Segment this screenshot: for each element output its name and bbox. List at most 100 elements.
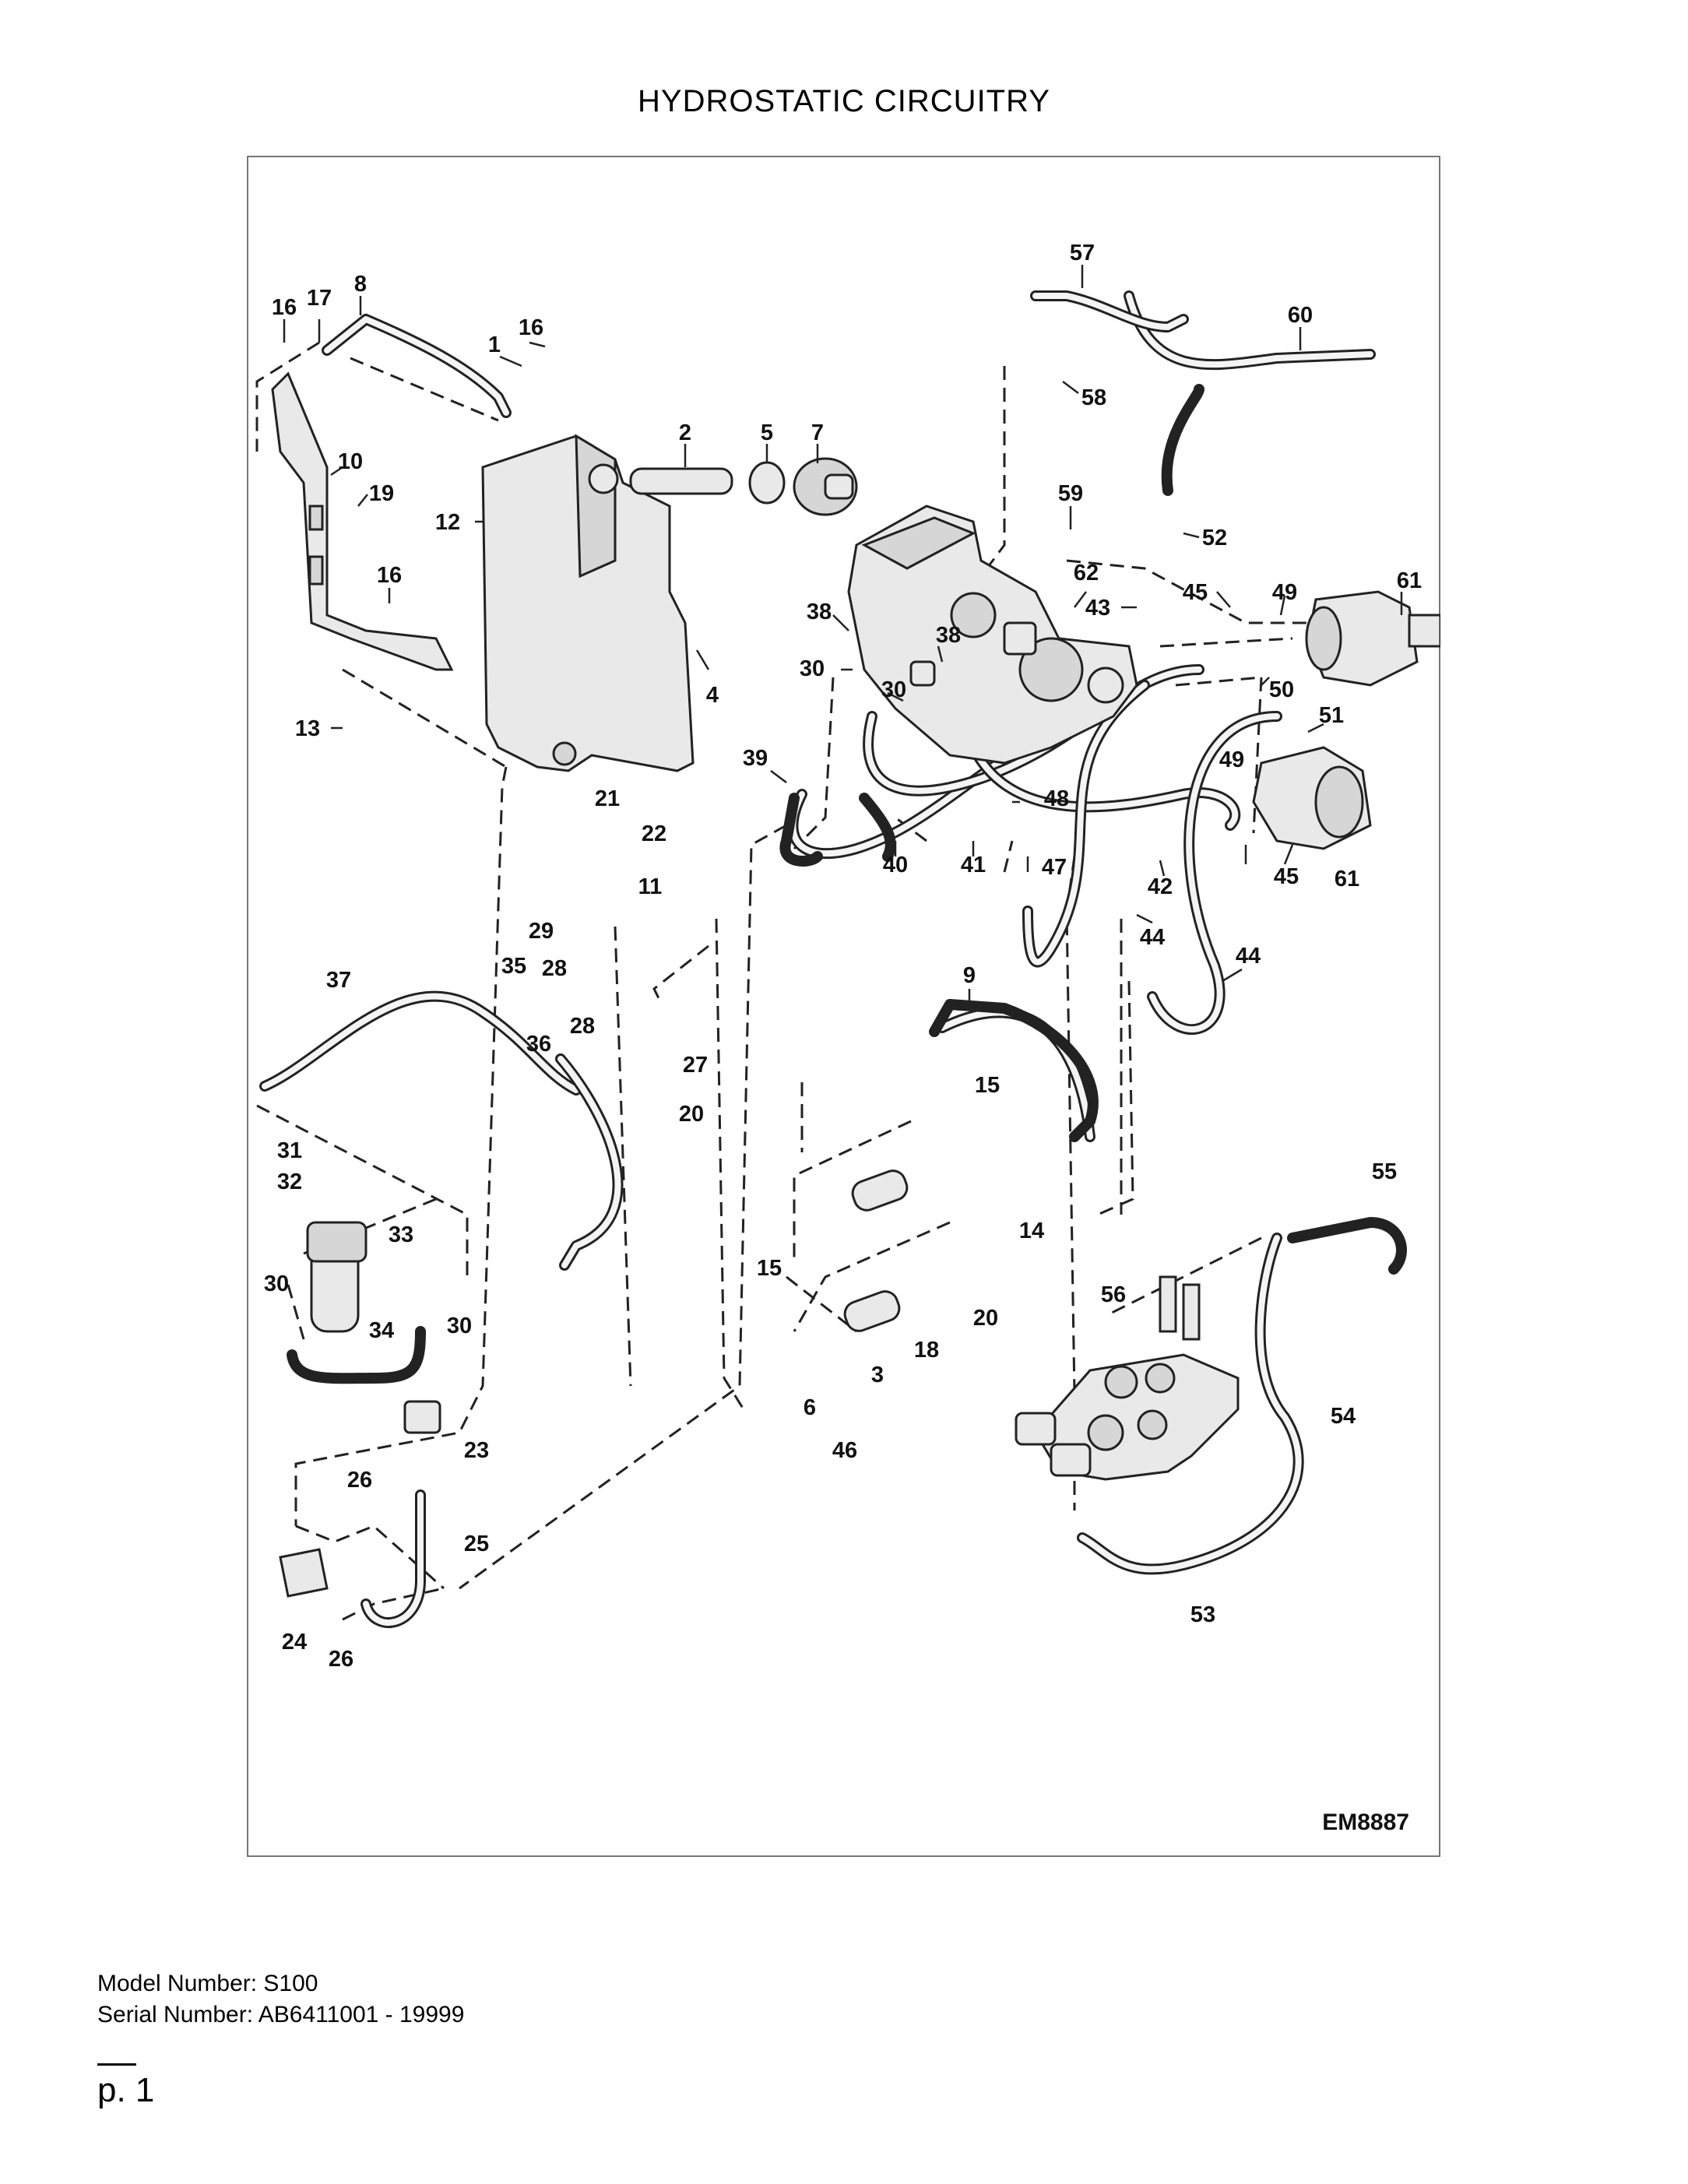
callout-31: 31 [277,1138,302,1163]
callout-20-a: 20 [679,1102,704,1127]
callout-30-c: 30 [800,656,825,681]
control-valve [1015,1275,1240,1481]
callout-49-a: 49 [1272,580,1297,605]
fill-tube [322,314,512,418]
callout-17: 17 [307,286,332,311]
callout-45-b: 45 [1274,864,1299,889]
callout-19: 19 [369,481,394,506]
callout-3: 3 [871,1363,884,1387]
callout-29: 29 [529,919,554,944]
callout-16-c: 16 [377,563,402,588]
filler-cap [793,457,858,516]
oil-filter [287,1221,426,1384]
callout-30-a: 30 [264,1271,289,1296]
callout-7: 7 [811,420,824,445]
callout-62: 62 [1074,561,1099,586]
callout-28-b: 28 [570,1014,595,1039]
callout-39: 39 [743,746,768,771]
callout-labels: 16 17 8 16 1 2 5 7 10 19 12 16 4 13 21 2… [264,241,1422,1835]
callout-21: 21 [595,786,620,811]
callout-60: 60 [1288,303,1313,328]
drive-motor-lower [1252,746,1372,850]
tube-9 [929,999,1099,1142]
drive-motor-upper [1305,590,1440,687]
callout-23: 23 [464,1438,489,1463]
callout-59: 59 [1058,481,1083,506]
callout-28-a: 28 [542,956,567,981]
page-divider [97,2063,136,2066]
callout-48: 48 [1044,786,1069,811]
callout-16-a: 16 [272,295,297,320]
callout-30-b: 30 [447,1314,472,1338]
callout-24: 24 [282,1630,307,1655]
suction-hose-25 [360,1489,426,1628]
callout-32: 32 [277,1169,302,1194]
callout-25: 25 [464,1532,489,1556]
callout-50: 50 [1269,677,1294,702]
callout-22: 22 [642,821,666,846]
hose-57 [1030,290,1189,332]
callout-12: 12 [435,510,460,535]
callout-4: 4 [706,683,719,708]
callout-38-a: 38 [807,600,832,624]
callout-35: 35 [501,954,526,979]
callout-1: 1 [488,332,501,357]
callout-15-a: 15 [975,1073,1000,1098]
callout-10: 10 [338,449,363,474]
elbow-fitting-24 [279,1548,329,1598]
callout-52: 52 [1202,526,1227,550]
callout-43: 43 [1085,596,1110,621]
hydrostatic-circuit-diagram: 16 17 8 16 1 2 5 7 10 19 12 16 4 13 21 2… [255,241,1440,1835]
callout-2: 2 [679,420,691,445]
leader-lines [283,265,1403,1004]
callout-56: 56 [1101,1282,1126,1307]
inline-filter-lower [843,1290,901,1332]
callout-57: 57 [1070,241,1095,266]
callout-5: 5 [761,420,773,445]
callout-27: 27 [683,1053,708,1078]
callout-13: 13 [295,716,320,741]
callout-55: 55 [1372,1159,1397,1184]
callout-30-d: 30 [881,677,906,702]
callout-47: 47 [1042,855,1067,880]
callout-46: 46 [832,1438,857,1463]
callout-15-b: 15 [757,1256,782,1281]
figure-code: EM8887 [1322,1809,1409,1835]
callout-51: 51 [1319,703,1344,728]
callout-33: 33 [389,1222,413,1247]
callout-36: 36 [526,1032,551,1057]
callout-11: 11 [638,874,663,899]
callout-45-a: 45 [1183,580,1208,605]
callout-40: 40 [883,853,908,877]
callout-54: 54 [1331,1404,1356,1429]
callout-16-b: 16 [519,315,543,340]
callout-14: 14 [1019,1219,1044,1243]
breather-tube [629,467,733,495]
page-title: HYDROSTATIC CIRCUITRY [638,84,1050,118]
o-ring [748,461,786,505]
callout-26-b: 26 [329,1647,353,1672]
callout-20-b: 20 [973,1306,998,1331]
callout-8: 8 [354,272,367,297]
model-number: Model Number: S100 [97,1971,318,1996]
callout-9: 9 [963,963,976,988]
callout-58: 58 [1081,385,1106,410]
callout-44-b: 44 [1236,944,1261,969]
hydrostatic-pump [847,505,1138,765]
tank-bracket [271,371,454,671]
elbow-fitting-23 [403,1400,441,1434]
diagram-frame [247,156,1440,1857]
inline-filter-upper [851,1169,909,1212]
callout-61-b: 61 [1335,867,1359,892]
callout-26-a: 26 [347,1468,372,1493]
serial-number: Serial Number: AB6411001 - 19999 [97,2002,465,2027]
callout-44-a: 44 [1140,925,1165,950]
callout-61-a: 61 [1397,568,1422,593]
callout-41: 41 [961,853,986,877]
callout-18: 18 [914,1338,939,1363]
callout-34: 34 [369,1318,394,1343]
callout-53: 53 [1190,1602,1215,1627]
callout-6: 6 [804,1395,816,1420]
callout-49-b: 49 [1219,747,1244,772]
page-number: p. 1 [97,2071,155,2109]
